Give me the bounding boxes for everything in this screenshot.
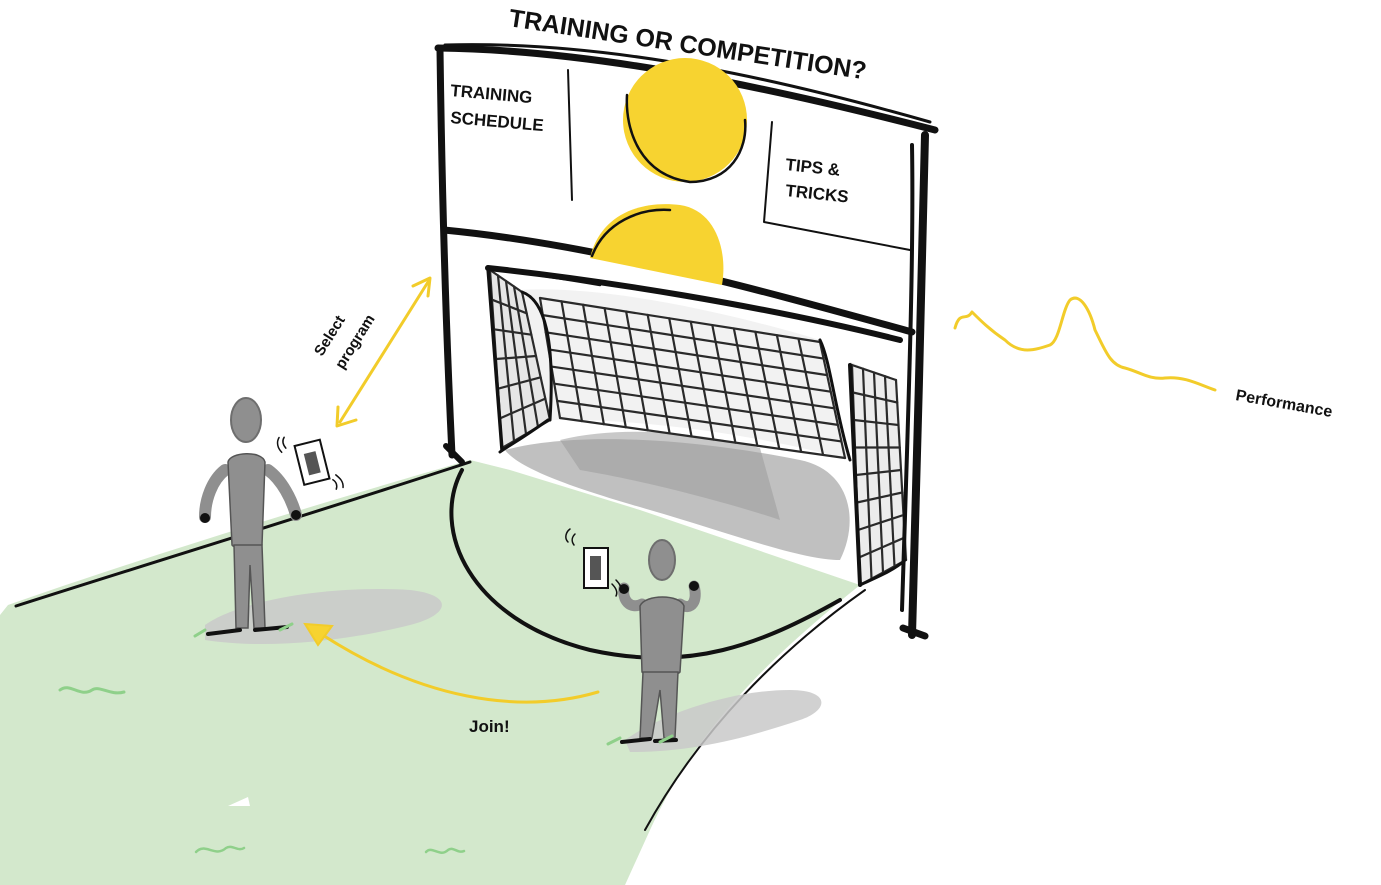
net-mesh-back — [538, 296, 847, 460]
net-line — [754, 330, 781, 450]
grass-tuft-left — [193, 622, 294, 638]
grass-mark-2 — [194, 845, 246, 854]
left-phone-screen — [303, 451, 321, 476]
left-player-legs — [233, 544, 266, 629]
right-player — [618, 539, 701, 744]
net-line — [857, 536, 906, 559]
net-line — [560, 300, 584, 423]
select-arrow-line — [338, 280, 430, 424]
net-line — [818, 340, 847, 460]
net-line — [797, 337, 825, 457]
left-panel-title-line1: TRAINING — [450, 81, 534, 107]
net-line — [488, 268, 524, 294]
net-line — [852, 418, 900, 427]
left-phone-vibration — [276, 436, 344, 490]
frame-right-post — [908, 131, 929, 639]
accent-circle-top-outline — [625, 93, 747, 184]
left-player-hand-right — [291, 510, 301, 520]
frame-left-post — [436, 46, 456, 459]
net-line — [689, 320, 715, 441]
net-line — [856, 513, 905, 532]
frame-right-post-inner — [900, 143, 915, 612]
pitch-surface — [0, 460, 860, 885]
left-player-head — [230, 397, 262, 443]
join-arrow-line — [313, 628, 600, 704]
right-panel-title-line1: TIPS & — [785, 155, 841, 180]
net-right-post — [848, 363, 862, 587]
pitch-mark — [228, 797, 250, 806]
net-line — [732, 327, 759, 447]
net-line — [498, 397, 547, 420]
performance-line — [953, 296, 1217, 392]
goal-floor-shadow-2 — [560, 431, 780, 520]
frame-right-post-foot — [899, 624, 929, 640]
right-player-hand-right — [689, 581, 699, 591]
left-player-arm-left — [199, 464, 231, 523]
grass-tuft-right — [606, 734, 674, 746]
net-line — [603, 307, 627, 429]
left-panel-title-line2: SCHEDULE — [450, 108, 545, 135]
left-phone — [276, 436, 344, 490]
accent-semicircle-outline — [590, 208, 672, 258]
accent-circle-top — [623, 58, 747, 182]
left-panel-divider — [567, 69, 573, 201]
accent-semicircle — [590, 204, 724, 285]
net-line — [492, 328, 533, 336]
right-phone-vibration — [565, 528, 622, 597]
select-arrow-head-top — [411, 276, 432, 298]
net-line — [496, 376, 542, 390]
net-line — [851, 391, 899, 404]
performance-label: Performance — [1234, 387, 1333, 421]
net-top-edge — [498, 268, 602, 287]
net-line — [854, 468, 903, 477]
goal-arc — [449, 468, 842, 660]
net-line — [581, 303, 605, 426]
right-player-head — [648, 539, 676, 581]
right-phone-body — [583, 547, 609, 589]
right-panel-title-line2: TRICKS — [785, 181, 850, 207]
net-curve-right — [818, 338, 852, 462]
left-player-arm-right — [262, 464, 302, 521]
right-phone-screen — [590, 556, 601, 580]
right-player-body — [639, 596, 685, 677]
net-line — [541, 314, 825, 360]
grass-mark-1 — [58, 686, 126, 695]
performance-graph: Performance — [953, 296, 1334, 421]
net-line — [775, 334, 803, 453]
right-phone — [565, 528, 622, 597]
grass-mark-3 — [424, 847, 466, 854]
net-line — [556, 399, 843, 443]
net-line — [544, 331, 829, 377]
join-label: Join! — [469, 717, 510, 736]
net-line — [550, 365, 836, 410]
net-line — [538, 296, 822, 344]
join-arrow-head — [303, 622, 334, 647]
net-line — [646, 313, 671, 435]
left-player-body — [227, 453, 266, 550]
net-line — [490, 298, 528, 315]
select-arrow-head-bottom — [335, 405, 358, 428]
select-program-arrow: Select program — [311, 276, 432, 428]
net-line — [850, 363, 898, 382]
net-left-post — [486, 266, 504, 452]
frame-left-post-foot — [443, 443, 465, 465]
net-line — [855, 491, 904, 504]
goal — [485, 265, 908, 587]
net-curve-left — [520, 290, 553, 422]
net-line — [494, 354, 538, 361]
net-line — [553, 382, 839, 426]
left-player-hand-left — [200, 513, 210, 523]
join-arrow: Join! — [303, 622, 600, 736]
right-panel-box — [763, 121, 911, 251]
net-line — [547, 348, 832, 393]
goal-crossbar — [485, 265, 903, 343]
net-line — [711, 323, 737, 444]
net-line — [668, 317, 693, 438]
net-line — [558, 416, 847, 460]
left-player — [199, 397, 302, 636]
net-line — [625, 310, 649, 432]
